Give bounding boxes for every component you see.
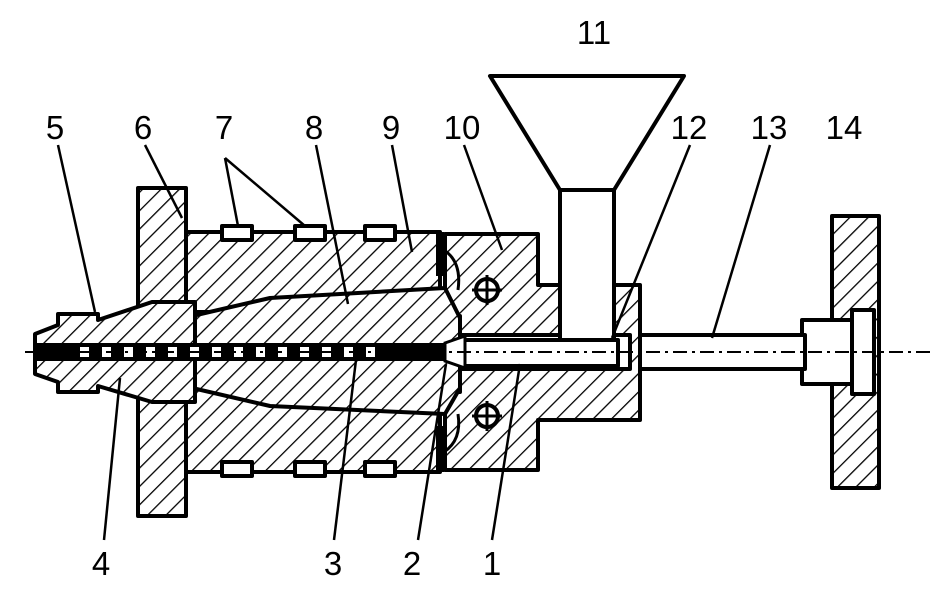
callout-8: 8 [305, 109, 323, 146]
callout-2: 2 [403, 545, 421, 582]
callout-10: 10 [444, 109, 481, 146]
callout-5: 5 [46, 109, 64, 146]
callout-13: 13 [751, 109, 788, 146]
callout-11: 11 [577, 14, 611, 51]
callout-labels: 11 5 6 7 8 9 10 12 13 14 4 3 2 1 [46, 14, 863, 582]
callout-7: 7 [215, 109, 233, 146]
callout-1: 1 [483, 545, 501, 582]
callout-12: 12 [671, 109, 708, 146]
callout-3: 3 [324, 545, 342, 582]
callout-6: 6 [134, 109, 152, 146]
channel-dot [234, 347, 243, 357]
leader-lines [56, 144, 772, 541]
callout-9: 9 [382, 109, 400, 146]
hopper-11 [488, 74, 686, 344]
channel-dot [124, 347, 133, 357]
channel-dot [278, 347, 287, 357]
channel-dot [146, 347, 155, 357]
channel-dot [344, 347, 353, 357]
callout-4: 4 [92, 545, 110, 582]
callout-14: 14 [826, 109, 863, 146]
